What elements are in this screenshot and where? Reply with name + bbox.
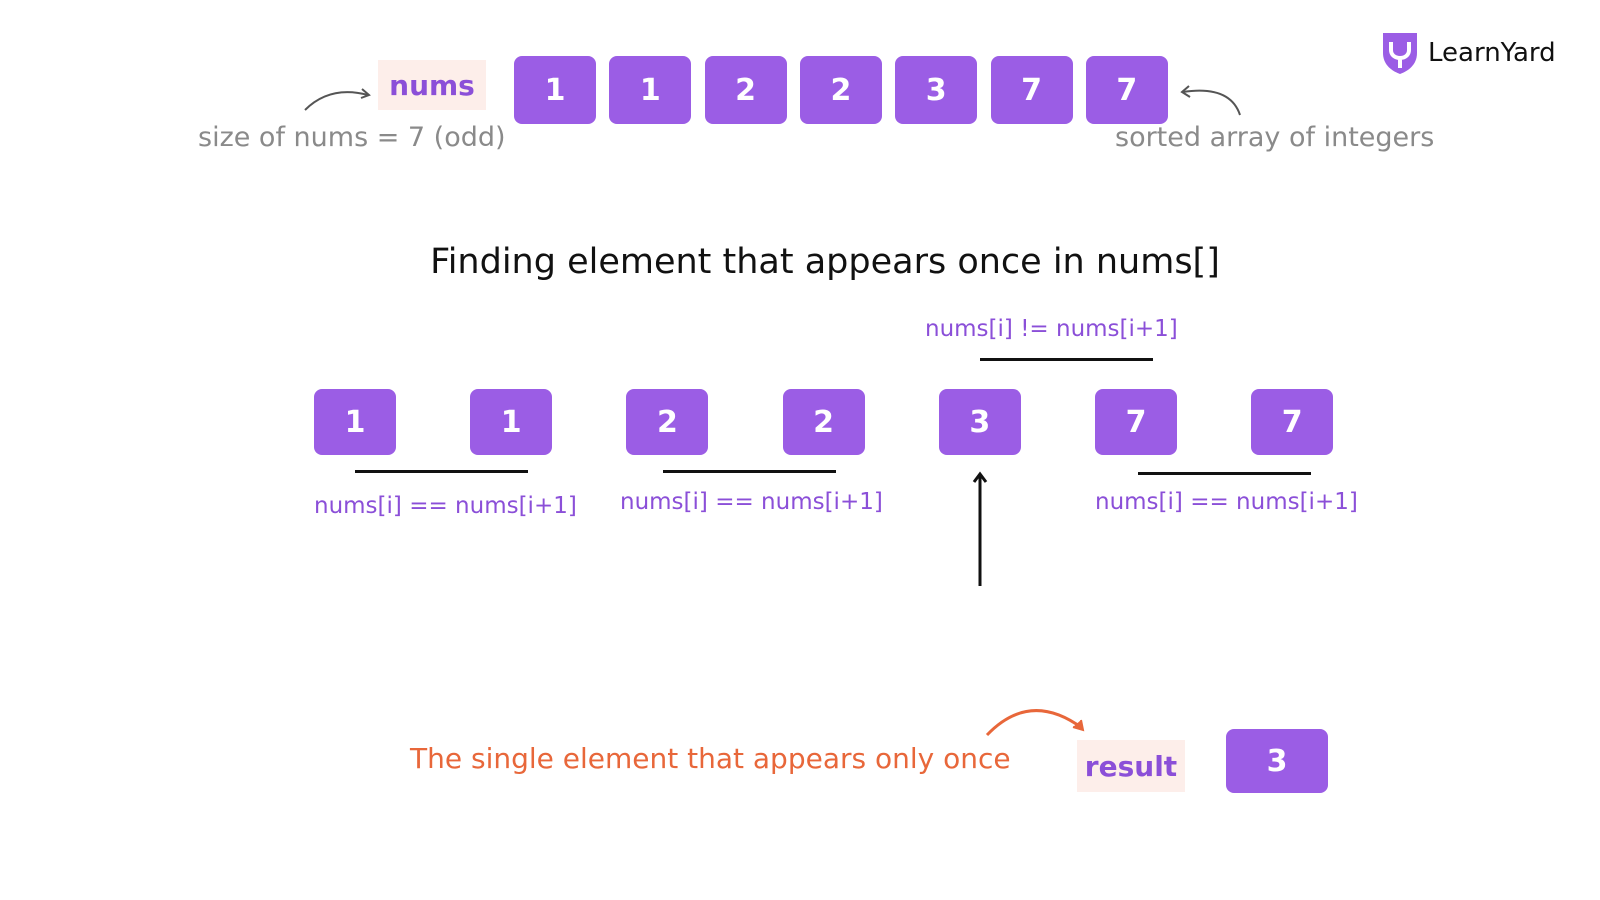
array-cell: 1 (470, 389, 553, 455)
eq-label: nums[i] == nums[i+1] (1095, 489, 1358, 515)
curved-arrow-icon (985, 709, 1085, 737)
array-cell: 7 (1251, 389, 1334, 455)
pair-underline (663, 470, 836, 473)
arrow-icon (1180, 85, 1241, 116)
logo-text: LearnYard (1428, 38, 1556, 68)
neq-underline (980, 358, 1153, 361)
array-cell: 1 (314, 389, 396, 455)
array-cell: 1 (609, 56, 692, 124)
array-cell: 7 (1085, 56, 1168, 124)
array-cell: 3 (938, 389, 1021, 455)
array-cell: 7 (990, 56, 1073, 124)
result-caption: The single element that appears only onc… (410, 742, 1011, 775)
eq-label: nums[i] == nums[i+1] (314, 493, 577, 519)
array-cell: 7 (1095, 389, 1177, 455)
up-arrow-icon (972, 471, 988, 586)
pair-underline (1138, 472, 1311, 475)
array-cell: 1 (514, 56, 596, 124)
result-value: 3 (1226, 729, 1328, 793)
array-cell: 2 (704, 56, 787, 124)
neq-label: nums[i] != nums[i+1] (925, 316, 1178, 342)
nums-label: nums (378, 60, 486, 110)
array-cell: 2 (626, 389, 709, 455)
shield-logo-icon (1383, 33, 1417, 74)
size-note: size of nums = 7 (odd) (198, 122, 506, 153)
result-label: result (1077, 740, 1185, 792)
arrow-icon (304, 88, 371, 111)
array-cell: 3 (895, 56, 978, 124)
logo: LearnYard (1380, 30, 1556, 76)
array-cell: 2 (782, 389, 865, 455)
pair-underline (355, 470, 528, 473)
sorted-note: sorted array of integers (1115, 122, 1435, 153)
eq-label: nums[i] == nums[i+1] (620, 489, 883, 515)
page-title: Finding element that appears once in num… (430, 242, 1220, 282)
array-cell: 2 (799, 56, 882, 124)
